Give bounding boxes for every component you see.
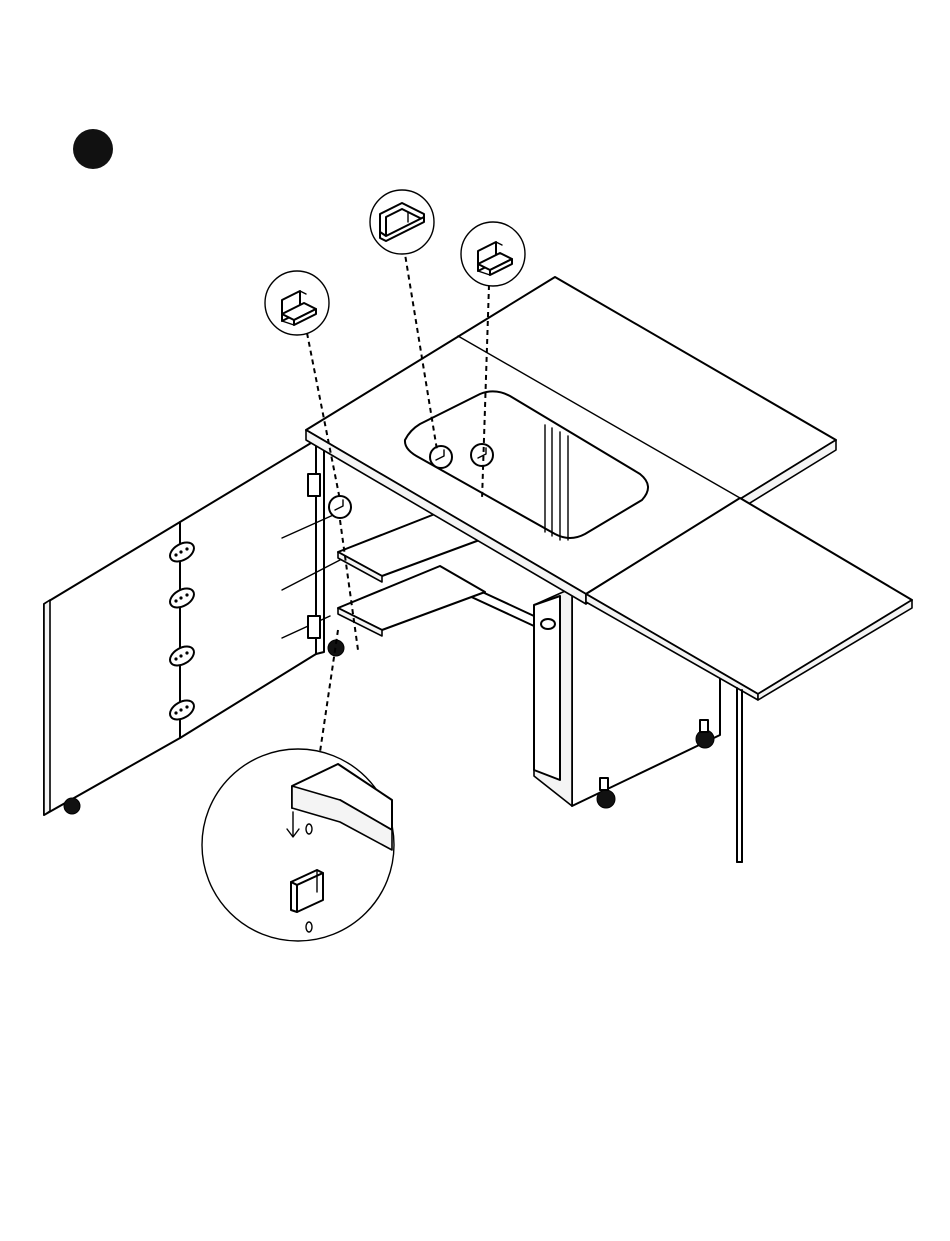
caster-wheel <box>64 798 80 814</box>
wheel-bracket <box>700 720 708 732</box>
pedestal-knob <box>541 619 555 629</box>
side-bracket <box>308 616 320 638</box>
wheel-bracket <box>600 778 608 790</box>
caster-wheel <box>597 790 615 808</box>
callout-bracket-left <box>265 271 329 335</box>
callout-detail-magnified <box>202 749 394 941</box>
callout-bracket-right <box>461 222 525 286</box>
side-bracket <box>308 474 320 496</box>
bracket-marker-2 <box>471 444 493 466</box>
callout-corner-bracket <box>370 190 434 254</box>
